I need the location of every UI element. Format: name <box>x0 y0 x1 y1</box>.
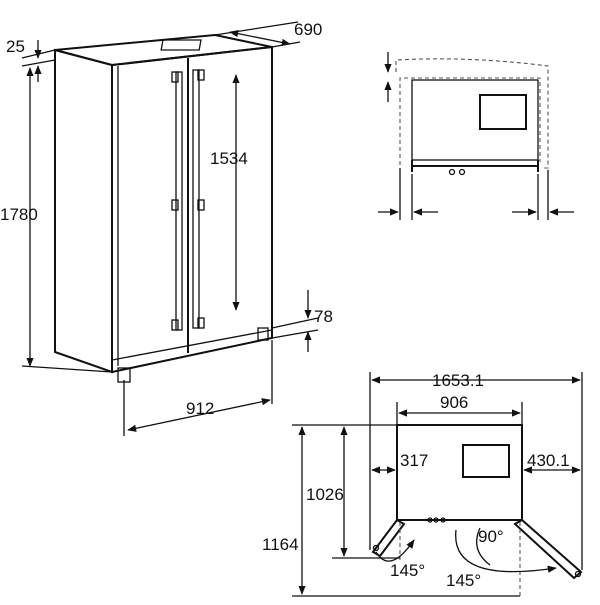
right-door-open <box>513 518 583 580</box>
door-opening-plan: 1653.1 906 317 430.1 1026 1164 <box>262 371 583 597</box>
plinth <box>111 329 273 373</box>
dim-cabinet-width: 906 <box>440 393 468 412</box>
dim-depth-open: 1164 <box>262 535 299 554</box>
angle-bottom-145: 145° <box>446 571 481 590</box>
top-vent <box>160 39 202 51</box>
left-door-open <box>371 518 406 558</box>
angle-left-145: 145° <box>390 561 425 580</box>
dim-left-swing: 317 <box>400 451 428 470</box>
dim-door-height: 1534 <box>210 149 248 168</box>
right-door-handle <box>192 69 200 329</box>
dim-top-gap: 25 <box>6 37 25 56</box>
dim-right-swing: 430.1 <box>527 451 570 470</box>
dim-width: 912 <box>186 399 214 418</box>
fridge-front-view: 690 25 1780 1534 78 912 <box>0 20 333 436</box>
fridge-front-face <box>111 45 273 374</box>
dim-depth-closed: 1026 <box>306 485 344 504</box>
control-panel <box>479 94 527 130</box>
dim-overall-width: 1653.1 <box>432 371 484 390</box>
left-door-handle <box>175 71 183 331</box>
fridge-top-outline <box>411 79 539 161</box>
cabinet-control-panel <box>462 444 510 478</box>
dim-plinth: 78 <box>314 307 333 326</box>
dim-height: 1780 <box>0 205 38 224</box>
dim-depth: 690 <box>294 20 322 39</box>
top-clearance-view <box>378 52 574 220</box>
angle-right-90: 90° <box>478 527 504 546</box>
cabinet-outline <box>396 424 523 521</box>
fridge-side-face <box>54 48 113 374</box>
